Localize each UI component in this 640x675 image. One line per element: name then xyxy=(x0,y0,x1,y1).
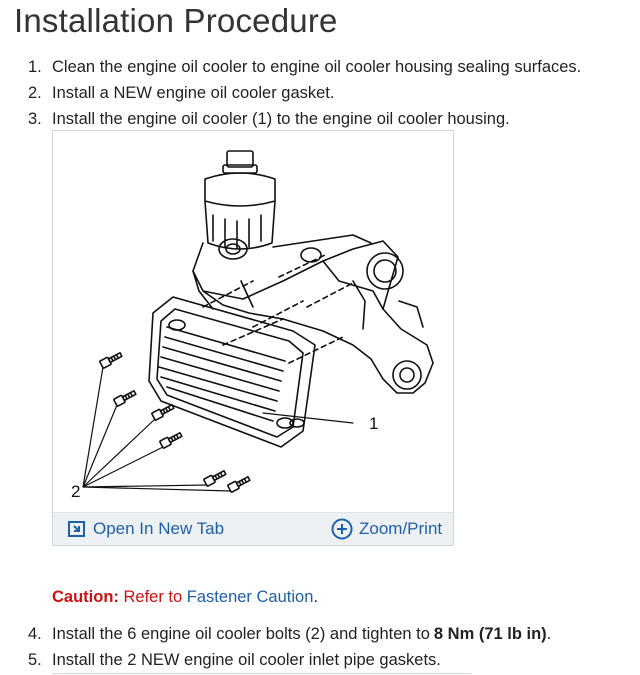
step-5: 5. Install the 2 NEW engine oil cooler in… xyxy=(28,647,551,673)
figure-toolbar: Open In New Tab Zoom/Print xyxy=(53,512,453,545)
step-text: Clean the engine oil cooler to engine oi… xyxy=(52,58,582,76)
caution-label: Caution: xyxy=(52,588,119,606)
open-in-new-tab-button[interactable]: Open In New Tab xyxy=(67,517,224,541)
caution-note: Caution: Refer to Fastener Caution. xyxy=(52,588,318,607)
caution-text: Refer to xyxy=(123,588,183,606)
fastener-caution-link[interactable]: Fastener Caution xyxy=(186,588,314,606)
step-4: 4. Install the 6 engine oil cooler bolts … xyxy=(28,621,551,647)
callout-leaders xyxy=(82,366,354,492)
oil-cooler xyxy=(148,254,354,448)
open-new-tab-icon xyxy=(68,521,85,537)
zoom-print-label: Zoom/Print xyxy=(359,519,443,538)
cooler-bolts xyxy=(99,351,251,493)
divider xyxy=(52,673,472,674)
step-text: Install a NEW engine oil cooler gasket. xyxy=(52,84,335,102)
callout-2: 2 xyxy=(71,482,80,501)
caution-period: . xyxy=(313,588,318,606)
plus-circle-icon xyxy=(331,518,353,540)
open-in-new-tab-label: Open In New Tab xyxy=(93,519,225,538)
step-2: 2. Install a NEW engine oil cooler gasket… xyxy=(28,80,581,106)
step-number: 2. xyxy=(28,84,42,102)
step-number: 3. xyxy=(28,110,42,128)
zoom-print-button[interactable]: Zoom/Print xyxy=(331,517,442,541)
page-title: Installation Procedure xyxy=(14,2,338,39)
torque-value: 8 Nm (71 lb in) xyxy=(433,625,547,643)
step-number: 4. xyxy=(28,625,42,643)
oil-cooler-illustration[interactable]: 1 2 xyxy=(53,131,453,513)
step-period: . xyxy=(546,625,552,643)
figure-panel: 1 2 Open In New Tab Zoom/Print xyxy=(52,130,454,546)
steps-list-bottom: 4. Install the 6 engine oil cooler bolts … xyxy=(28,621,551,673)
step-3: 3. Install the engine oil cooler (1) to t… xyxy=(28,106,581,132)
step-number: 5. xyxy=(28,651,42,669)
callout-1: 1 xyxy=(369,414,378,433)
step-1: 1. Clean the engine oil cooler to engine … xyxy=(28,54,581,80)
steps-list-top: 1. Clean the engine oil cooler to engine … xyxy=(28,54,581,132)
step-number: 1. xyxy=(28,58,42,76)
step-text: Install the 6 engine oil cooler bolts (2… xyxy=(52,625,430,643)
step-text: Install the 2 NEW engine oil cooler inle… xyxy=(52,651,441,669)
step-text: Install the engine oil cooler (1) to the… xyxy=(52,110,510,128)
